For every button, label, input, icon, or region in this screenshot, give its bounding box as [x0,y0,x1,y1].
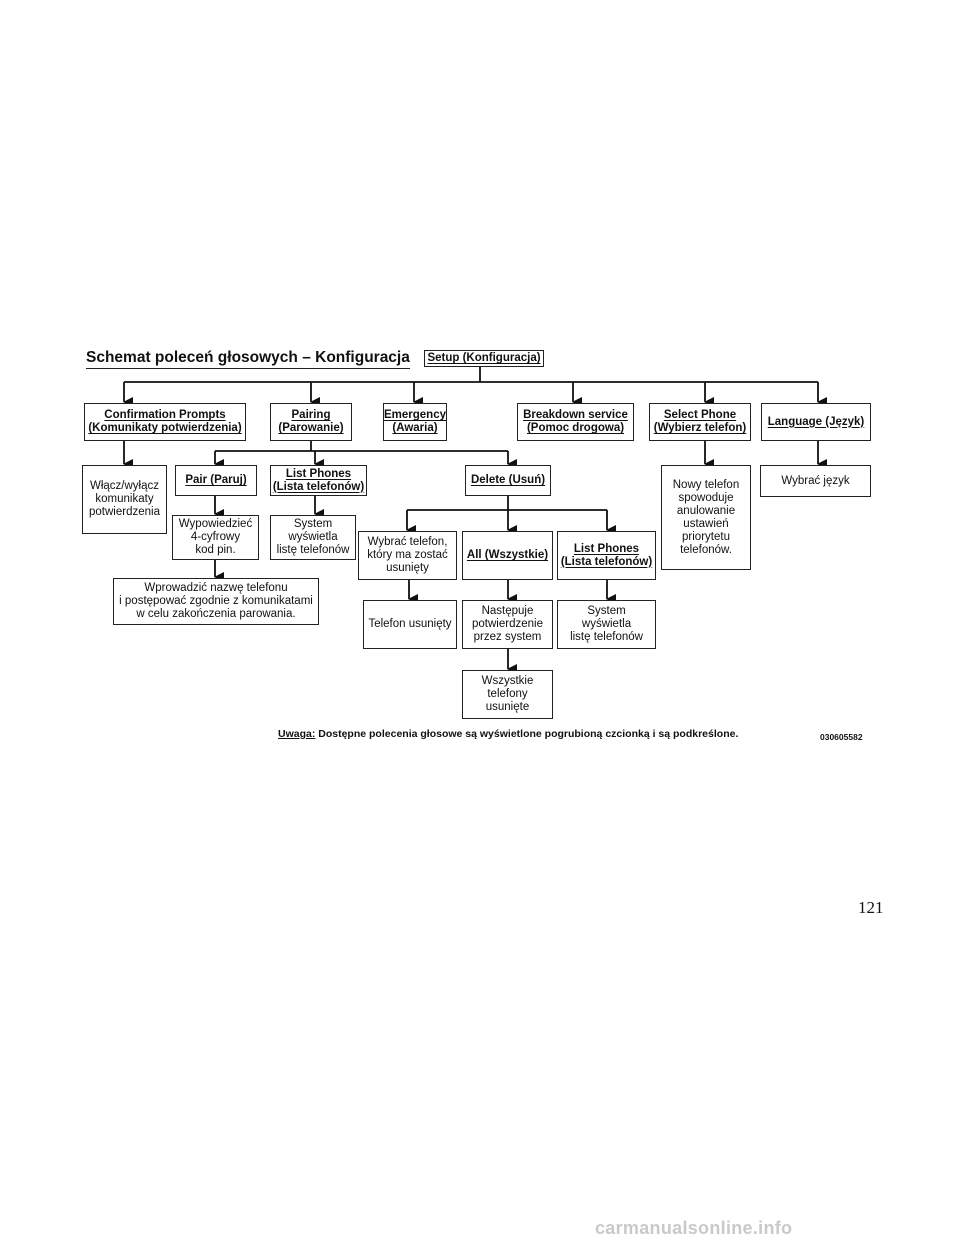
diagram-title: Schemat poleceń głosowych – Konfiguracja [86,349,410,369]
note-text: Dostępne polecenia głosowe są wyświetlon… [315,728,739,740]
result-confirmation-line: potwierdzenie [472,618,543,630]
result-all-deleted-line: usunięte [485,701,530,713]
desc-select-phone-line: priorytetu [682,530,730,543]
node-pair-line: Pair (Paruj) [185,474,247,486]
desc-select-phone-line: anulowanie [676,504,736,517]
desc-pair-name-line: Wprowadzić nazwę telefonu [144,582,288,594]
node-pair: Pair (Paruj) [175,465,257,496]
node-delete-all: All (Wszystkie) [462,531,553,580]
desc-pair-code-line: Wypowiedzieć [178,518,253,530]
node-confirmation-prompts-line: (Komunikaty potwierdzenia) [88,422,242,434]
node-delete-all-line: All (Wszystkie) [466,549,549,561]
desc-list-system-line: wyświetla [288,531,338,543]
watermark: carmanualsonline.info [595,1218,793,1238]
result-list-system-line: System [587,605,626,617]
node-setup-line: Setup (Konfiguracja) [427,352,541,364]
desc-list-system-line: listę telefonów [276,544,350,556]
page-number: 121 [858,898,884,917]
node-pairing: Pairing(Parowanie) [270,403,352,441]
result-phone-deleted-line: Telefon usunięty [368,618,452,630]
node-select-phone-line: (Wybierz telefon) [653,422,747,434]
figure-code: 030605582 [820,732,863,742]
node-delete-select-line: Wybrać telefon, [367,536,448,548]
node-language-line: Language (Język) [767,415,865,428]
note: Uwaga: Dostępne polecenia głosowe są wyś… [278,728,738,740]
desc-confirmation-line: komunikaty [95,493,154,505]
node-language: Language (Język) [761,403,871,441]
node-breakdown-service-line: Breakdown service [523,409,628,421]
node-select-phone: Select Phone(Wybierz telefon) [649,403,751,441]
desc-confirmation-line: potwierdzenia [89,506,160,518]
node-emergency: Emergency(Awaria) [383,403,447,441]
node-delete: Delete (Usuń) [465,465,551,496]
desc-pair-name-line: i postępować zgodnie z komunikatami [119,595,313,607]
result-confirmation-line: Następuje [481,605,534,617]
result-list-system-line: wyświetla [581,618,632,630]
node-breakdown-service-line: (Pomoc drogowa) [526,422,625,434]
desc-pair-name-line: w celu zakończenia parowania. [136,608,296,620]
node-breakdown-service: Breakdown service(Pomoc drogowa) [517,403,634,441]
result-phone-deleted: Telefon usunięty [363,600,457,649]
node-delete-line: Delete (Usuń) [470,474,546,486]
node-delete-list-phones-line: List Phones [573,542,640,555]
node-delete-list-phones-line: (Lista telefonów) [560,555,653,568]
node-list-phones: List Phones(Lista telefonów) [270,465,367,496]
desc-select-phone-line: Nowy telefon [672,478,740,491]
desc-confirmation-line: Włącz/wyłącz [89,480,159,492]
desc-select-phone-line: spowoduje [678,491,734,504]
result-list-system-line: listę telefonów [570,631,643,643]
node-pairing-line: Pairing [291,409,331,421]
result-all-deleted-line: telefony [487,688,528,700]
result-confirmation-line: przez system [473,631,542,643]
node-emergency-line: (Awaria) [392,422,438,434]
desc-language: Wybrać język [760,465,871,497]
desc-pair-code-line: kod pin. [195,544,236,556]
note-label: Uwaga: [278,728,316,740]
desc-select-phone-line: telefonów. [680,543,732,556]
node-pairing-line: (Parowanie) [278,422,344,434]
desc-pair-code-line: 4-cyfrowy [190,531,241,543]
node-delete-list-phones: List Phones(Lista telefonów) [557,531,656,580]
node-list-phones-line: List Phones [285,467,352,480]
desc-list-system-line: System [293,518,333,530]
desc-language-line: Wybrać język [781,474,850,487]
node-confirmation-prompts-line: Confirmation Prompts [104,409,226,421]
node-delete-select-line: usunięty [386,562,429,574]
node-select-phone-line: Select Phone [663,409,737,421]
node-delete-select-line: który ma zostać [367,549,448,561]
node-emergency-line: Emergency [384,409,447,421]
result-all-deleted-line: Wszystkie [481,675,534,687]
node-list-phones-line: (Lista telefonów) [272,480,365,493]
node-setup: Setup (Konfiguracja) [424,350,544,367]
desc-select-phone-line: ustawień [683,517,729,530]
node-confirmation-prompts: Confirmation Prompts(Komunikaty potwierd… [84,403,246,441]
